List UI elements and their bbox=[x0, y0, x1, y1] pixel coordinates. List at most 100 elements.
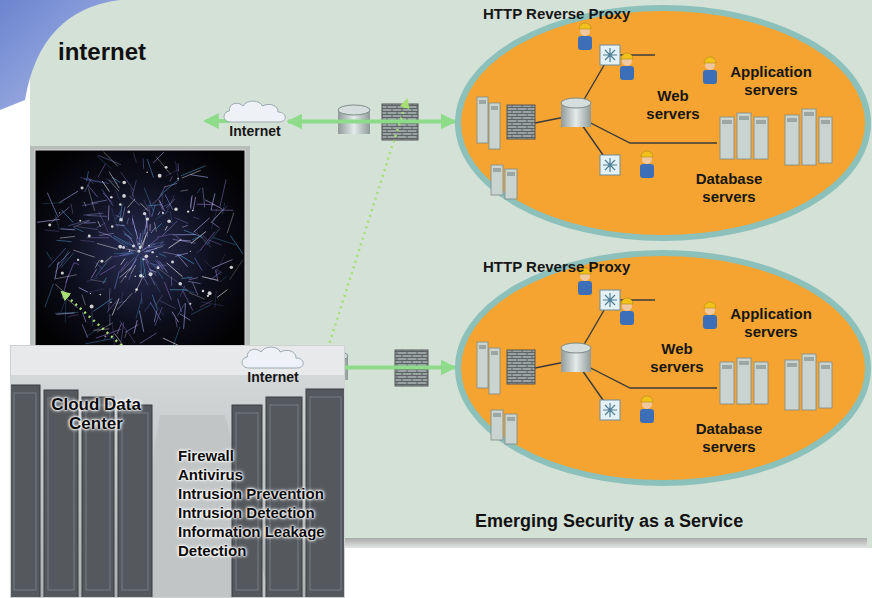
server-tower bbox=[477, 342, 488, 388]
security-service-item: Intrusion Detection bbox=[178, 503, 356, 522]
server-bay bbox=[479, 345, 486, 349]
network-strand bbox=[121, 172, 135, 191]
server-bay bbox=[722, 365, 732, 369]
network-strand bbox=[192, 235, 202, 240]
network-strand bbox=[160, 264, 167, 265]
network-strand bbox=[56, 240, 71, 241]
network-strand bbox=[128, 235, 137, 249]
network-strand bbox=[81, 178, 109, 184]
network-dot bbox=[119, 218, 122, 221]
network-dot bbox=[104, 335, 105, 336]
network-strand bbox=[188, 276, 191, 280]
network-strand bbox=[177, 254, 188, 267]
server-label: Application servers bbox=[717, 63, 825, 99]
security-service-item: Firewall bbox=[178, 446, 356, 465]
network-strand bbox=[103, 193, 112, 203]
network-strand bbox=[98, 155, 121, 164]
server-bay bbox=[787, 363, 797, 367]
network-strand bbox=[191, 231, 206, 243]
network-strand bbox=[190, 175, 208, 178]
switch-symbol bbox=[603, 158, 617, 172]
network-strand bbox=[192, 282, 197, 295]
network-strand bbox=[141, 244, 155, 251]
network-dot bbox=[143, 212, 146, 215]
person-body bbox=[703, 70, 717, 84]
network-strand bbox=[117, 323, 122, 334]
network-strand bbox=[104, 152, 118, 166]
network-strand bbox=[220, 179, 226, 206]
network-strand bbox=[112, 299, 119, 316]
network-strand bbox=[197, 204, 215, 206]
region-label: internet bbox=[58, 38, 146, 66]
network-strand bbox=[180, 314, 191, 321]
network-strand bbox=[93, 298, 112, 311]
network-dot bbox=[174, 207, 177, 210]
network-strand bbox=[193, 217, 199, 219]
network-strand bbox=[215, 290, 217, 307]
server-tower bbox=[802, 354, 816, 410]
network-strand bbox=[137, 238, 138, 245]
slide-caption: Emerging Security as a Service bbox=[475, 511, 743, 532]
network-strand bbox=[177, 163, 179, 171]
person-icon bbox=[620, 298, 634, 325]
network-strand bbox=[175, 253, 188, 256]
switch-icon bbox=[600, 290, 620, 310]
server-label: Database servers bbox=[687, 420, 771, 456]
network-strand bbox=[211, 193, 215, 210]
network-strand bbox=[152, 194, 164, 205]
server-tower bbox=[720, 362, 734, 404]
network-dot bbox=[110, 196, 112, 198]
network-strand bbox=[170, 211, 172, 223]
network-strand bbox=[230, 260, 243, 280]
panel-shadow-bar bbox=[345, 538, 867, 548]
network-dot bbox=[111, 225, 114, 228]
network-map-strands bbox=[37, 152, 243, 348]
switch-icon bbox=[600, 45, 620, 65]
network-strand bbox=[147, 159, 153, 178]
network-strand bbox=[109, 172, 119, 189]
network-strand bbox=[95, 263, 102, 269]
network-strand bbox=[170, 176, 173, 181]
network-strand bbox=[105, 256, 112, 262]
network-strand bbox=[56, 313, 74, 314]
server-tower bbox=[720, 117, 734, 159]
network-strand bbox=[156, 157, 171, 175]
network-dot bbox=[59, 212, 60, 213]
network-dot bbox=[167, 220, 171, 224]
network-strand bbox=[149, 224, 150, 231]
image-shadow bbox=[30, 146, 250, 360]
router-top bbox=[338, 105, 370, 115]
network-strand bbox=[162, 194, 163, 213]
security-service-item: Antivirus bbox=[178, 465, 356, 484]
network-strand bbox=[87, 277, 98, 281]
network-dot bbox=[137, 250, 140, 253]
person-icon bbox=[640, 396, 654, 423]
network-strand bbox=[74, 263, 79, 265]
network-dot bbox=[187, 210, 189, 212]
hard-hat bbox=[621, 298, 633, 304]
network-dot bbox=[162, 212, 164, 214]
network-strand bbox=[193, 197, 196, 211]
hard-hat bbox=[641, 151, 653, 157]
server-bay bbox=[739, 116, 749, 120]
firewall-icon bbox=[507, 105, 535, 139]
server-bay bbox=[491, 351, 498, 355]
network-strand bbox=[202, 277, 218, 281]
network-strand bbox=[181, 166, 206, 176]
ceiling bbox=[10, 345, 345, 375]
person-body bbox=[640, 409, 654, 423]
network-dot bbox=[127, 211, 130, 214]
network-strand bbox=[98, 232, 111, 236]
network-strand bbox=[171, 277, 172, 286]
network-strand bbox=[71, 204, 73, 214]
network-strand bbox=[125, 332, 127, 338]
network-dot bbox=[192, 210, 194, 212]
network-strand bbox=[74, 228, 83, 232]
hard-hat bbox=[641, 396, 653, 402]
network-dot bbox=[125, 276, 126, 277]
server-tower bbox=[819, 117, 832, 163]
network-strand bbox=[79, 288, 88, 293]
network-strand bbox=[175, 161, 179, 182]
network-strand bbox=[194, 231, 206, 242]
network-dot bbox=[90, 293, 91, 294]
